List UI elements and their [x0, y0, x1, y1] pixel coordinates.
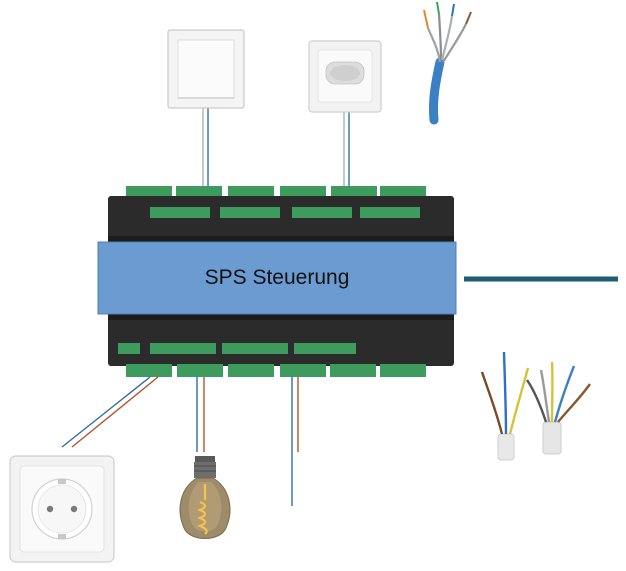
plc-label-band — [97, 241, 457, 315]
light-bulb-icon — [179, 456, 231, 539]
bulb-wires — [196, 377, 205, 452]
sensor-wires — [343, 112, 350, 187]
motion-sensor-icon — [308, 40, 382, 113]
light-switch-icon — [167, 29, 245, 109]
network-cable-icon — [423, 1, 472, 125]
power-socket-icon — [9, 455, 115, 563]
bottom-terminals — [126, 364, 426, 377]
switch-wires — [202, 108, 209, 187]
plc-housing-bottom — [108, 312, 454, 366]
open-wires — [291, 377, 299, 506]
top-inner-terminals — [150, 207, 420, 218]
plc-controller — [97, 186, 457, 377]
top-terminals — [126, 186, 426, 198]
bottom-inner-terminals — [118, 343, 356, 354]
socket-wires — [61, 376, 159, 448]
power-cables-icon — [480, 351, 591, 461]
